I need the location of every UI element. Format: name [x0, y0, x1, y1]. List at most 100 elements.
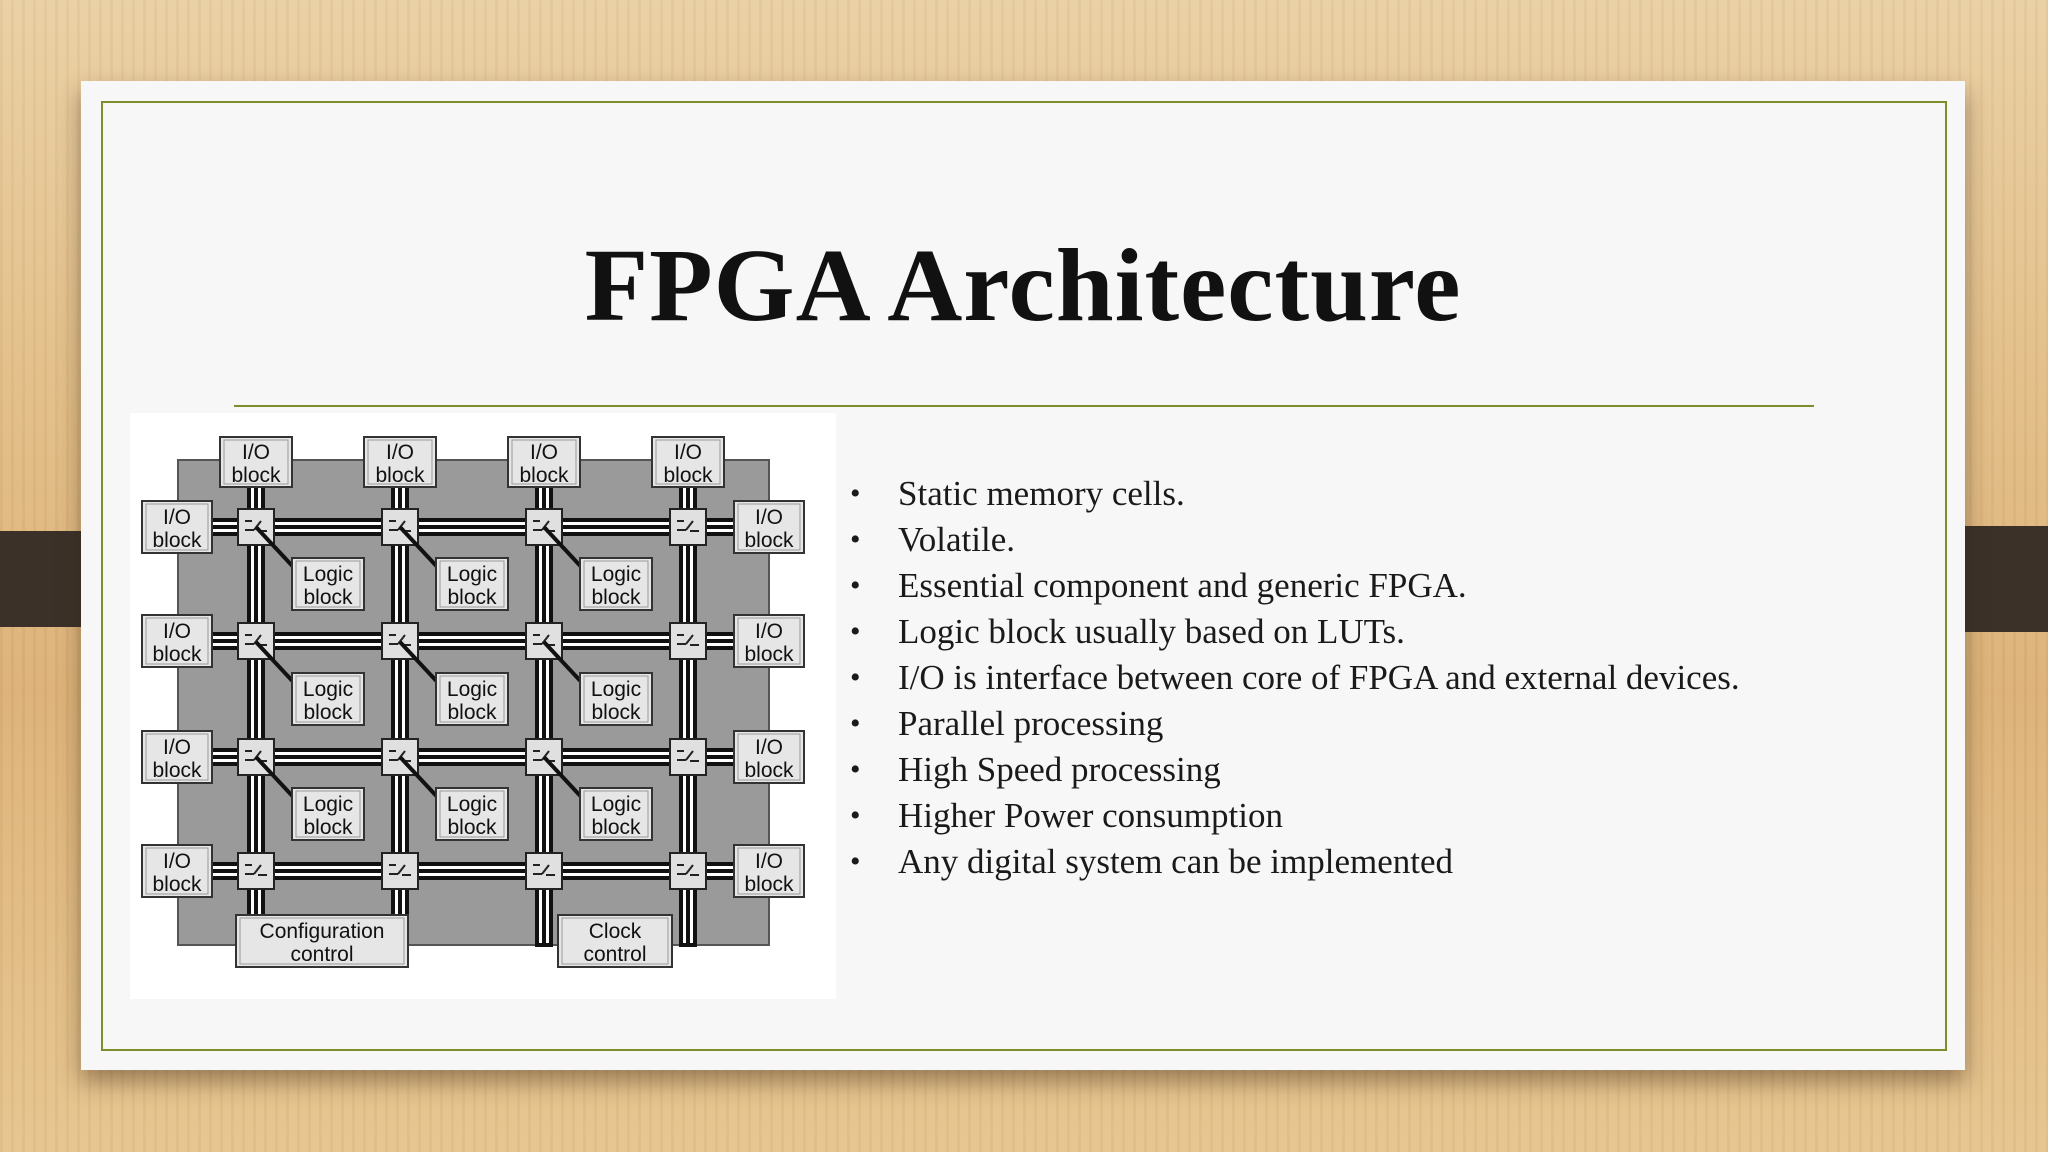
logic-block-label-bottom: block: [591, 816, 641, 839]
logic-block: [291, 672, 365, 726]
io-block-left: [141, 730, 213, 784]
io-block-left: [141, 614, 213, 668]
io-block-left-label-top: I/O: [163, 850, 191, 873]
switch-mark: [253, 864, 262, 875]
io-block-left-label-bottom: block: [152, 529, 202, 552]
io-block-left-inner: [145, 503, 209, 551]
io-block-right-label-top: I/O: [755, 736, 783, 759]
io-block-top: [651, 436, 725, 488]
logic-block-label-top: Logic: [447, 678, 497, 701]
logic-block-inner: [583, 560, 649, 608]
logic-block-label-bottom: block: [447, 816, 497, 839]
switch-mark: [685, 750, 694, 761]
io-block-right-label-top: I/O: [755, 620, 783, 643]
logic-block-label-top: Logic: [447, 793, 497, 816]
logic-block-label-bottom: block: [303, 701, 353, 724]
logic-block-inner: [295, 560, 361, 608]
io-block-right: [733, 614, 805, 668]
logic-block-inner: [295, 790, 361, 838]
clock-control-block-inner: [561, 917, 669, 965]
logic-block: [579, 672, 653, 726]
io-block-top-label-bottom: block: [663, 464, 713, 487]
logic-block-inner: [295, 675, 361, 723]
io-block-right-label-bottom: block: [744, 873, 794, 896]
logic-block: [291, 787, 365, 841]
configuration-control-block-inner: [239, 917, 405, 965]
logic-block: [435, 557, 509, 611]
io-block-left-inner: [145, 847, 209, 895]
logic-block-label-bottom: block: [447, 701, 497, 724]
io-block-left-label-bottom: block: [152, 759, 202, 782]
bullet-item: High Speed processing: [850, 747, 1870, 793]
io-block-top-label-top: I/O: [674, 441, 702, 464]
io-block-right-label-bottom: block: [744, 643, 794, 666]
switch-mark: [541, 634, 550, 645]
switch-mark: [685, 634, 694, 645]
io-block-top-label-bottom: block: [519, 464, 569, 487]
logic-block-label-top: Logic: [303, 563, 353, 586]
bullet-item: Static memory cells.: [850, 471, 1870, 517]
io-block-right-inner: [737, 733, 801, 781]
io-block-left: [141, 500, 213, 554]
bullet-list: Static memory cells.Volatile.Essential c…: [850, 471, 1870, 885]
slide-frame: [101, 101, 1947, 1051]
logic-block-inner: [583, 675, 649, 723]
bullet-item: Logic block usually based on LUTs.: [850, 609, 1870, 655]
bullet-item: Any digital system can be implemented: [850, 839, 1870, 885]
switch-box: [669, 738, 707, 776]
logic-block-label-bottom: block: [447, 586, 497, 609]
io-block-top: [507, 436, 581, 488]
io-block-left-label-bottom: block: [152, 873, 202, 896]
logic-block: [435, 787, 509, 841]
logic-block-label-top: Logic: [591, 678, 641, 701]
logic-block: [579, 557, 653, 611]
io-block-right-label-top: I/O: [755, 506, 783, 529]
logic-block-label-top: Logic: [591, 563, 641, 586]
switch-mark: [685, 864, 694, 875]
bullet-item: Parallel processing: [850, 701, 1870, 747]
io-block-right-inner: [737, 503, 801, 551]
fpga-architecture-svg: LogicblockLogicblockLogicblockLogicblock…: [141, 436, 805, 968]
io-block-top-label-top: I/O: [386, 441, 414, 464]
io-block-left-inner: [145, 617, 209, 665]
io-block-top-inner: [655, 439, 721, 485]
logic-block-inner: [583, 790, 649, 838]
bullet-item: Essential component and generic FPGA.: [850, 563, 1870, 609]
io-block-top-inner: [367, 439, 433, 485]
io-block-right-label-top: I/O: [755, 850, 783, 873]
io-block-left-label-top: I/O: [163, 506, 191, 529]
io-block-right-inner: [737, 847, 801, 895]
io-block-right-label-bottom: block: [744, 759, 794, 782]
logic-block: [291, 557, 365, 611]
io-block-top: [363, 436, 437, 488]
configuration-control-block: [235, 914, 409, 968]
logic-block-inner: [439, 675, 505, 723]
io-block-top: [219, 436, 293, 488]
switch-mark: [253, 634, 262, 645]
switch-mark: [541, 864, 550, 875]
io-block-right-label-bottom: block: [744, 529, 794, 552]
logic-block-label-bottom: block: [303, 816, 353, 839]
io-block-left-inner: [145, 733, 209, 781]
switch-mark: [397, 634, 406, 645]
switch-mark: [397, 864, 406, 875]
clock-control-block-label-bottom: control: [583, 943, 646, 966]
io-block-left: [141, 844, 213, 898]
logic-block-label-top: Logic: [303, 678, 353, 701]
bullet-item: Higher Power consumption: [850, 793, 1870, 839]
bullet-item: Volatile.: [850, 517, 1870, 563]
io-block-top-label-bottom: block: [375, 464, 425, 487]
logic-block-label-top: Logic: [447, 563, 497, 586]
slide-title: FPGA Architecture: [584, 228, 1462, 343]
configuration-control-block-label-bottom: control: [290, 943, 353, 966]
io-block-left-label-top: I/O: [163, 620, 191, 643]
io-block-top-label-bottom: block: [231, 464, 281, 487]
logic-block-label-bottom: block: [303, 586, 353, 609]
logic-block-label-top: Logic: [303, 793, 353, 816]
switch-mark: [685, 520, 694, 531]
logic-block: [579, 787, 653, 841]
logic-block-inner: [439, 790, 505, 838]
logic-block-inner: [439, 560, 505, 608]
